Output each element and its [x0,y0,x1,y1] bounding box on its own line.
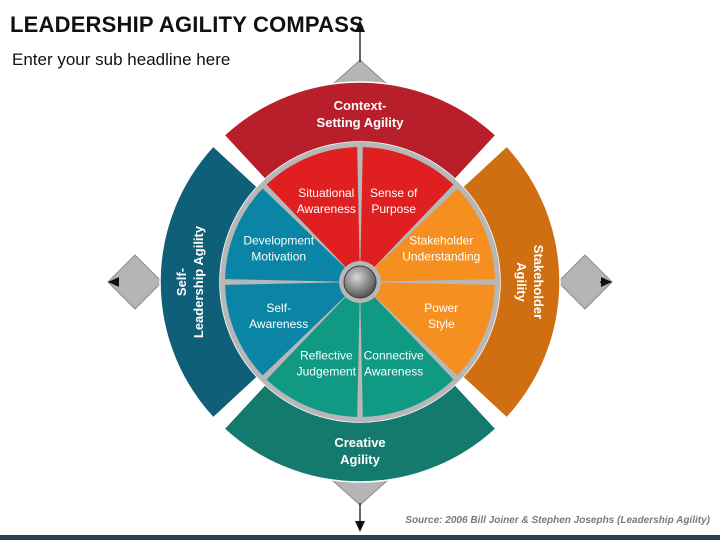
outer-segment-top [223,81,497,181]
inner-segment-power-style [374,282,495,376]
south-arrow-head [355,521,365,532]
page-title: LEADERSHIP AGILITY COMPASS [10,12,364,37]
east-arrow-head [601,277,612,287]
inner-segment-development-motivation [225,188,346,282]
inner-segment-reflective-judgement [266,296,360,417]
west-arrow-head [108,277,119,287]
outer-segment-bottom [223,383,497,483]
west-diamond [107,254,163,310]
outer-label-left: Self-Leadership Agility [174,225,206,338]
outer-segment-right [461,145,561,419]
inner-segment-self-awareness [225,282,346,376]
inner-segment-stakeholder-understanding [374,188,495,282]
inner-segment-sense-of-purpose [360,147,454,268]
source-note: Source: 2006 Bill Joiner & Stephen Josep… [405,515,710,526]
inner-segment-connective-awareness [360,296,454,417]
bottom-bar [0,535,720,540]
compass-points [107,20,613,532]
hub-center [343,265,377,299]
outer-label-right: StakeholderAgility [514,245,546,319]
inner-label-self-awareness: Self-Awareness [249,301,308,331]
outer-segment-left [159,145,259,419]
east-diamond [557,254,613,310]
inner-wheel-border [222,144,498,420]
outer-label-top: Context-Setting Agility [317,98,405,130]
page-subtitle: Enter your sub headline here [12,50,231,69]
center-hub [339,261,381,303]
north-arrow-head [355,20,365,32]
inner-segment-situational-awareness [266,147,360,268]
